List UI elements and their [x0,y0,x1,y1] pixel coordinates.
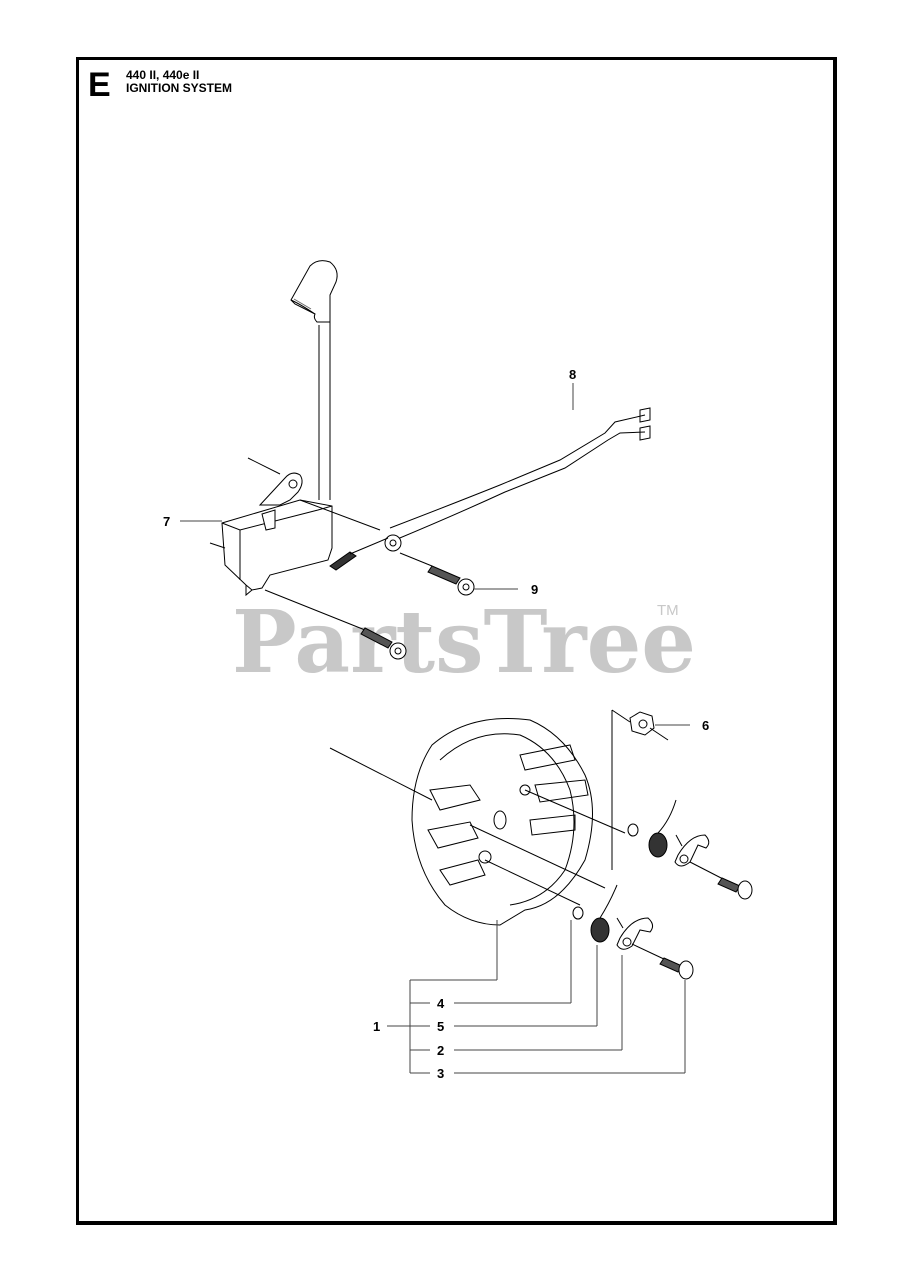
section-letter: E [88,66,111,104]
watermark: PartsTree TM [232,592,696,693]
spark-plug-boot [290,260,338,500]
leader-lines [180,383,690,1074]
callout-3: 3 [437,1066,444,1081]
trademark-symbol: TM [657,602,679,619]
callout-2: 2 [437,1043,444,1058]
diagram-title: IGNITION SYSTEM [126,81,233,95]
callout-1: 1 [373,1019,380,1034]
callout-5: 5 [437,1019,444,1034]
callout-6: 6 [702,718,709,733]
lower-pawl-set [572,884,694,980]
watermark-text: PartsTree [232,592,696,693]
callout-7: 7 [163,514,170,529]
model-numbers: 440 II, 440e II [126,68,200,82]
callout-9: 9 [531,582,538,597]
nut-6 [611,709,669,870]
callout-labels: 8 7 9 6 1 4 5 2 3 [163,367,709,1081]
parts-drawing [180,260,753,1074]
flywheel-1 [329,717,626,926]
callout-8: 8 [569,367,576,382]
module-screw [264,589,407,660]
callout-4: 4 [437,996,445,1011]
ignition-module-7 [209,457,381,597]
upper-pawl-set [627,799,753,900]
screw-9 [399,552,475,596]
ignition-wire-8 [329,407,651,571]
page-frame [76,57,837,1225]
